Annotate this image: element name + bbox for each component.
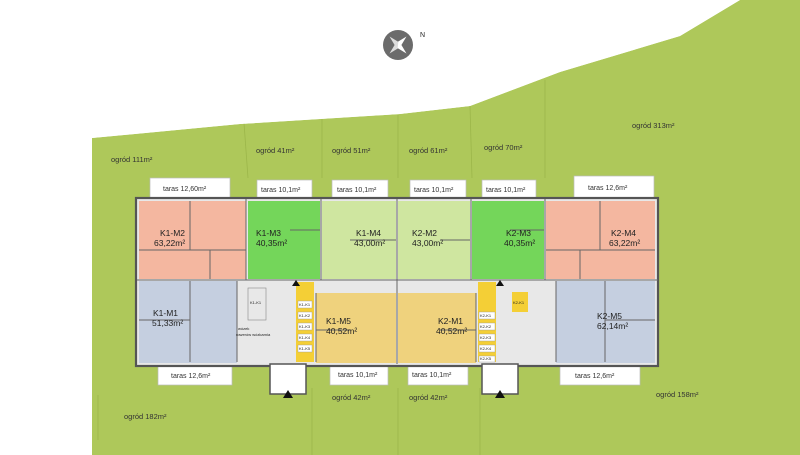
entry-arrow-right-2	[496, 280, 504, 286]
terrace-7-label: taras 12,6m²	[171, 373, 211, 380]
terrace-labels: taras 12,60m² taras 10,1m² taras 10,1m² …	[163, 185, 628, 380]
apt-k1-m3-fill	[248, 201, 320, 279]
apt-k2-m1-fill	[398, 293, 476, 363]
terrace-3-label: taras 10,1m²	[337, 187, 377, 194]
garden-42b-label: ogród 42m²	[409, 393, 448, 402]
apt-k1-m1-area: 51,33m²	[152, 318, 183, 328]
apt-k2-m3-name: K2-M3	[506, 228, 531, 238]
apt-k2-m2-name: K2-M2	[412, 228, 437, 238]
apt-k1-m5-name: K1-M5	[326, 316, 351, 326]
storage-tag-left: K1-K1	[250, 300, 262, 305]
garden-51-label: ogród 51m²	[332, 146, 371, 155]
apt-k2-m5-area: 62,14m²	[597, 321, 628, 331]
apt-k1-m1-fill	[139, 281, 237, 363]
storage-left-4: K1-K4	[299, 335, 311, 340]
terrace-6-label: taras 12,6m²	[588, 185, 628, 192]
entry-arrow-right	[495, 390, 505, 398]
apt-k1-m1-name: K1-M1	[153, 308, 178, 318]
apt-k2-m3-area: 40,35m²	[504, 238, 535, 248]
wozkownia-line-1: wózek	[238, 326, 249, 331]
storage-left-block	[247, 287, 267, 321]
garden-70-label: ogród 70m²	[484, 143, 523, 152]
garden-111-label: ogród 111m²	[111, 155, 153, 164]
storage-left-1: K1-K1	[299, 302, 311, 307]
apt-k2-m5-name: K2-M5	[597, 311, 622, 321]
storage-labels: K1-K1 K2-K1 K1-K1 K1-K2 K1-K3 K1-K4 K1-K…	[236, 300, 525, 363]
apt-k1-m5-fill	[316, 293, 396, 363]
apt-k2-m2-area: 43,00m²	[412, 238, 443, 248]
apt-k2-m4-area: 63,22m²	[609, 238, 640, 248]
garden-labels: ogród 111m² ogród 41m² ogród 51m² ogród …	[111, 121, 699, 421]
storage-list-left: K1-K1 K1-K2 K1-K3 K1-K4 K1-K5	[297, 300, 313, 353]
apt-k2-m1-area: 40,52m²	[436, 326, 467, 336]
lower-left-white	[0, 0, 740, 455]
apt-k1-m5-area: 40,52m²	[326, 326, 357, 336]
storage-right-block	[512, 292, 528, 312]
apt-k1-m4-area: 43,00m²	[354, 238, 385, 248]
garden-41-label: ogród 41m²	[256, 146, 295, 155]
apt-k2-m3-fill	[472, 201, 544, 279]
garden-42a-label: ogród 42m²	[332, 393, 371, 402]
apt-k2-m1-name: K2-M1	[438, 316, 463, 326]
terrace-10-label: taras 12,6m²	[575, 373, 615, 380]
apt-k2-m4-name: K2-M4	[611, 228, 636, 238]
entry-arrow-left	[283, 390, 293, 398]
terrace-9-label: taras 10,1m²	[412, 372, 452, 379]
storage-right-3: K2-K3	[480, 335, 492, 340]
building	[134, 196, 660, 398]
apt-k1-m3-area: 40,35m²	[256, 238, 287, 248]
terrace-5-label: taras 10,1m²	[486, 187, 526, 194]
terraces	[149, 175, 655, 386]
storage-right-4: K2-K4	[480, 346, 492, 351]
apt-k1-m2-area: 63,22m²	[154, 238, 185, 248]
left-border-pad	[92, 180, 136, 395]
entry-arrow-left-2	[292, 280, 300, 286]
garden-61-label: ogród 61m²	[409, 146, 448, 155]
storage-left-3: K1-K3	[299, 324, 311, 329]
compass-rose-icon: N	[383, 30, 425, 60]
terrace-2-label: taras 10,1m²	[261, 187, 301, 194]
terrace-4-label: taras 10,1m²	[414, 187, 454, 194]
apt-k1-m2-name: K1-M2	[160, 228, 185, 238]
storage-tag-right: K2-K1	[513, 300, 525, 305]
apartment-labels: K1-M2 63,22m² K1-M3 40,35m² K1-M4 43,00m…	[152, 228, 640, 336]
terrace-8-label: taras 10,1m²	[338, 372, 378, 379]
entry-left	[269, 363, 307, 395]
garden-182-label: ogród 182m²	[124, 412, 167, 421]
north-letter: N	[420, 32, 425, 39]
garden-313-label: ogród 313m²	[632, 121, 675, 130]
storage-right-2: K2-K2	[480, 324, 492, 329]
storage-right-1: K2-K1	[480, 313, 492, 318]
storage-right-5: K2-K5	[480, 356, 492, 361]
apt-k1-m4-name: K1-M4	[356, 228, 381, 238]
apt-k1-m3-name: K1-M3	[256, 228, 281, 238]
wozkownia-line-2: rowerów wózkarnia	[236, 332, 271, 337]
storage-left-5: K1-K5	[299, 346, 311, 351]
storage-list-right: K2-K1 K2-K2 K2-K3 K2-K4 K2-K5	[478, 311, 496, 363]
storage-left-2: K1-K2	[299, 313, 311, 318]
entry-right	[481, 363, 519, 395]
apt-k1-m2-fill	[139, 201, 246, 279]
terrace-1-label: taras 12,60m²	[163, 186, 207, 193]
garden-158-label: ogród 158m²	[656, 390, 699, 399]
stair-right	[478, 282, 496, 362]
